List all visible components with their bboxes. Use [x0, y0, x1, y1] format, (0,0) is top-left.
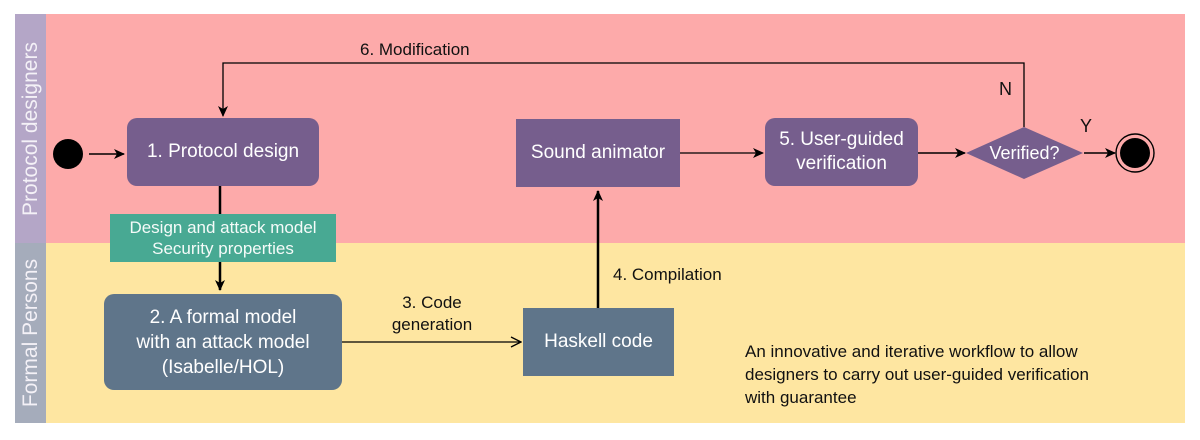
edge-modification-loop: [218, 62, 1025, 127]
end-node-ring: [1115, 133, 1155, 173]
haskell-code-label: Haskell code: [544, 331, 653, 352]
formal-model-node: 2. A formal model with an attack model (…: [104, 294, 342, 390]
workflow-description: An innovative and iterative workflow to …: [745, 340, 1089, 409]
verification-line-1: 5. User-guided: [779, 129, 904, 150]
formal-persons-lane-header: Formal Persons: [15, 243, 46, 423]
compilation-label: 4. Compilation: [613, 265, 722, 284]
formal-model-line-2: with an attack model: [136, 331, 310, 353]
formal-model-line-1: 2. A formal model: [149, 306, 297, 328]
user-guided-verification-node: 5. User-guided verification: [765, 118, 918, 186]
artifact-line-2: Security properties: [152, 239, 294, 258]
verification-line-2: verification: [796, 153, 887, 174]
start-node: [53, 139, 83, 169]
formal-model-line-3: (Isabelle/HOL): [161, 356, 285, 378]
modification-label: 6. Modification: [360, 40, 470, 59]
haskell-code-node: Haskell code: [523, 308, 674, 376]
no-branch-label: N: [999, 79, 1012, 99]
decision-label-box: Verified?: [966, 139, 1083, 167]
code-generation-line-1: 3. Code: [402, 293, 462, 312]
workflow-description-line-2: designers to carry out user-guided verif…: [745, 365, 1089, 384]
artifact-note: Design and attack model Security propert…: [110, 214, 336, 262]
protocol-designers-lane-header: Protocol designers: [15, 14, 46, 243]
decision-diamond: [966, 127, 1083, 179]
yes-branch-label: Y: [1080, 116, 1093, 136]
sound-animator-label: Sound animator: [530, 142, 666, 163]
artifact-line-1: Design and attack model: [129, 218, 317, 237]
protocol-design-node: 1. Protocol design: [127, 118, 319, 186]
code-generation-line-2: generation: [391, 315, 473, 334]
code-generation-label: 3. Code generation: [380, 292, 484, 336]
workflow-description-line-1: An innovative and iterative workflow to …: [745, 342, 1078, 361]
end-node: [1120, 138, 1150, 168]
sound-animator-node: Sound animator: [516, 119, 680, 187]
workflow-description-line-3: with guarantee: [745, 388, 857, 407]
decision-label: Verified?: [989, 143, 1060, 163]
protocol-design-label: 1. Protocol design: [146, 141, 300, 162]
